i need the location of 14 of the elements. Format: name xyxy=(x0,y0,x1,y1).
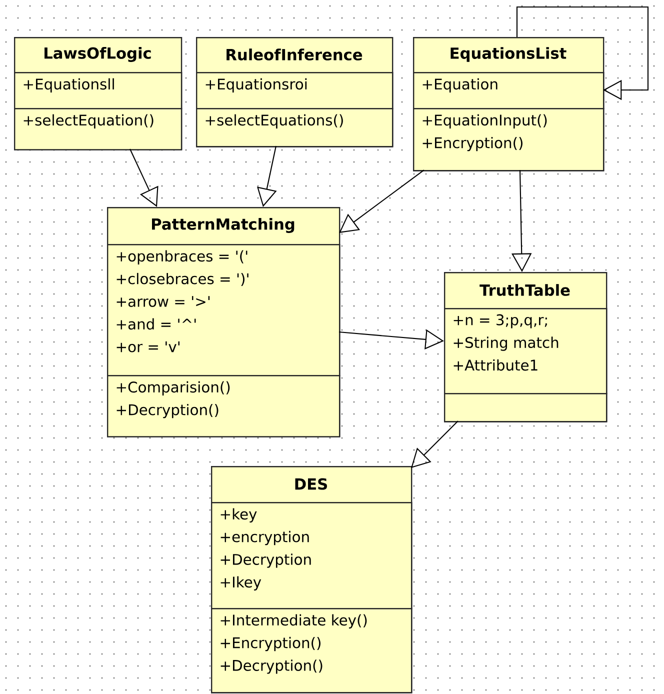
generalization-arrow xyxy=(339,170,424,233)
method-list: +Comparision() +Decryption() xyxy=(107,375,340,438)
method-list: +EquationInput() +Encryption() xyxy=(413,108,604,172)
method-list: +selectEquation() xyxy=(14,108,182,150)
attribute-list: +key +encryption +Decryption +Ikey xyxy=(211,502,412,610)
method-list: +Intermediate key() +Encryption() +Decryption() xyxy=(211,608,412,694)
method-list: +selectEquations() xyxy=(196,108,394,148)
generalization-arrow xyxy=(516,6,649,100)
generalization-arrow xyxy=(411,420,458,468)
attribute-list: +Equationsll xyxy=(14,72,182,110)
generalization-arrow xyxy=(130,148,158,207)
attribute-list: +Equation xyxy=(413,72,604,110)
attribute-list: +Equationsroi xyxy=(196,72,394,110)
empty-compartment xyxy=(444,393,608,422)
